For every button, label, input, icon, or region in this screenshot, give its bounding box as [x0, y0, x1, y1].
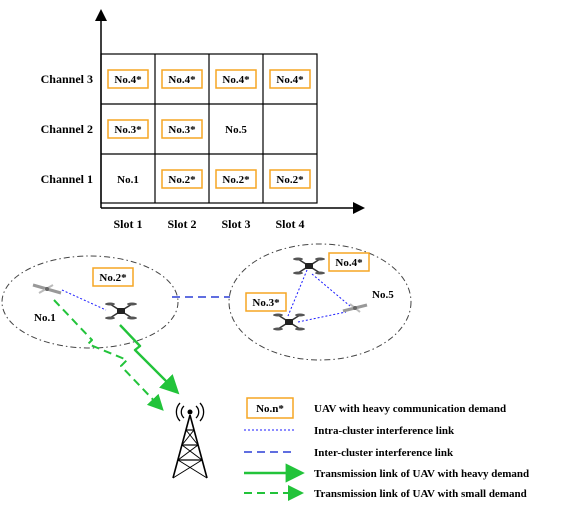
channel-3-label: Channel 3: [41, 72, 93, 86]
cell-highlight-box: [215, 169, 257, 189]
grid-cell-label: No.3*: [114, 124, 142, 136]
slot-2-label: Slot 2: [167, 217, 196, 231]
uav-4-highlight-box: [328, 252, 370, 272]
grid-cell-label: No.2*: [168, 174, 196, 186]
grid-cell-label: No.2*: [222, 174, 250, 186]
cell-highlight-box: [269, 169, 311, 189]
grid-cell-label: No.4*: [114, 74, 142, 86]
channel-slot-grid: Channel 3 Channel 2 Channel 1 Slot 1 Slo…: [41, 9, 365, 231]
cell-highlight-box: [107, 69, 149, 89]
legend: No.n* UAV with heavy communication deman…: [244, 397, 529, 501]
legend-highlight-box: [246, 397, 294, 419]
intra-link-3-5: [297, 311, 347, 323]
channel-1-label: Channel 1: [41, 172, 93, 186]
intra-link-4-5: [311, 273, 351, 307]
cell-highlight-box: [269, 69, 311, 89]
uav-2-highlight-box: [92, 267, 134, 287]
legend-inter-text: Inter-cluster interference link: [314, 447, 454, 459]
cell-highlight-box: [215, 69, 257, 89]
slot-4-label: Slot 4: [275, 217, 304, 231]
quadcopter-icon: [293, 257, 325, 275]
legend-tx-heavy-text: Transmission link of UAV with heavy dema…: [314, 468, 529, 480]
tx-link-small: [53, 299, 164, 411]
uav-2-label: No.2*: [99, 272, 127, 284]
slot-3-label: Slot 3: [221, 217, 250, 231]
legend-tx-small-text: Transmission link of UAV with small dema…: [314, 488, 527, 500]
intra-link-1-2: [61, 289, 107, 311]
grid-cell-label: No.4*: [222, 74, 250, 86]
grid-cell-label: No.4*: [276, 74, 304, 86]
grid-cell-label: No.1: [117, 174, 139, 186]
base-station-tower-icon: [172, 402, 208, 479]
grid-cell-label: No.3*: [168, 124, 196, 136]
quadcopter-icon: [273, 313, 305, 331]
grid-cell-label: No.5: [225, 124, 247, 136]
cluster-left: [1, 255, 179, 349]
uav-fixed-wing-icon: [32, 283, 62, 295]
uav-fixed-wing-icon: [342, 303, 368, 313]
quadcopter-icon: [105, 302, 137, 320]
uav-4-label: No.4*: [335, 257, 363, 269]
legend-heavy-demand-text: UAV with heavy communication demand: [314, 403, 506, 415]
cell-highlight-box: [107, 119, 149, 139]
intra-link-4-3: [287, 269, 308, 317]
grid-cells: No.4* No.4* No.4* No.4* No.3* No.3* No.5No.1 No…: [107, 69, 311, 189]
channel-2-label: Channel 2: [41, 122, 93, 136]
slot-1-label: Slot 1: [113, 217, 142, 231]
grid-cell-label: No.4*: [168, 74, 196, 86]
uav-1-label: No.1: [34, 312, 56, 324]
cell-highlight-box: [161, 169, 203, 189]
uav-network: No.1 No.2* No.4*: [1, 243, 412, 479]
tx-link-heavy: [119, 324, 180, 395]
legend-intra-text: Intra-cluster interference link: [314, 425, 455, 437]
grid-cell-label: No.2*: [276, 174, 304, 186]
cluster-right: [228, 243, 412, 361]
uav-3-label: No.3*: [252, 297, 280, 309]
legend-box-label: No.n*: [256, 403, 284, 415]
cell-highlight-box: [161, 119, 203, 139]
uav-5-label: No.5: [372, 289, 394, 301]
uav-3-highlight-box: [245, 292, 287, 312]
cell-highlight-box: [161, 69, 203, 89]
